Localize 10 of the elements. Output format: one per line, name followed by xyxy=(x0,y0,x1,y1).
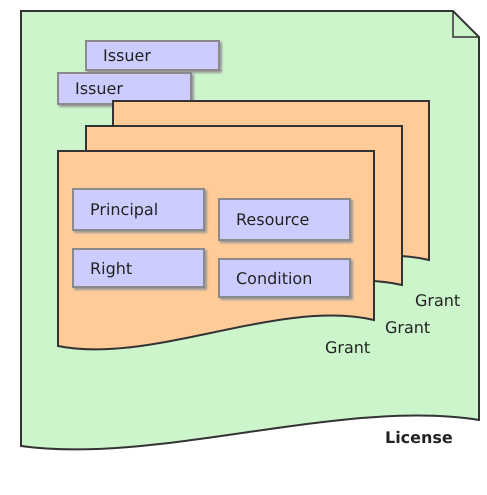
condition-box: Condition xyxy=(218,258,351,298)
sheet-title: Grant xyxy=(415,291,460,310)
principal-box: Principal xyxy=(72,188,205,231)
issuer-box: Issuer xyxy=(85,40,220,71)
sheet-title: Grant xyxy=(385,318,430,337)
sheet-title: Grant xyxy=(325,338,370,357)
right-box: Right xyxy=(72,248,205,288)
issuer-box: Issuer xyxy=(57,72,192,105)
resource-box: Resource xyxy=(218,198,351,241)
document-title: License xyxy=(385,428,453,447)
